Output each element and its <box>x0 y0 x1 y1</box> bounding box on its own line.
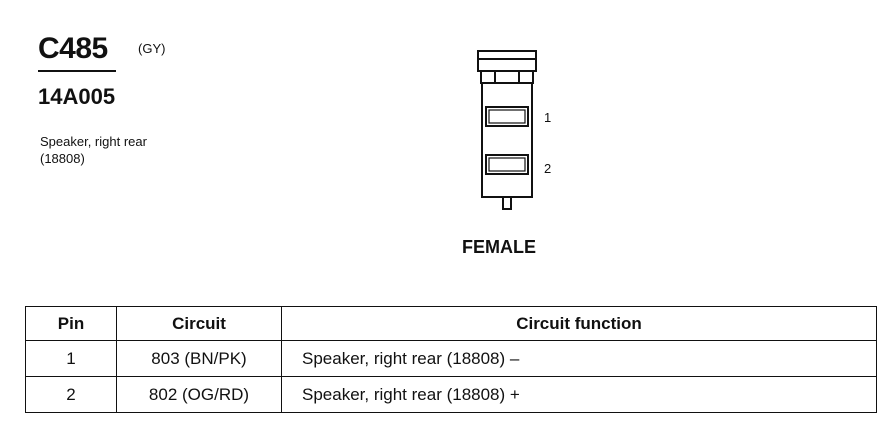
description-line-2: (18808) <box>40 151 85 166</box>
connector-description: Speaker, right rear (18808) <box>40 133 147 167</box>
terminal-cavity-1 <box>485 106 529 127</box>
connector-face-drawing: 1 2 <box>477 50 551 210</box>
description-line-1: Speaker, right rear <box>40 134 147 149</box>
pin-label-1: 1 <box>544 110 551 125</box>
row-circuit-function: Speaker, right rear (18808) + <box>281 376 877 413</box>
row-circuit: 803 (BN/PK) <box>116 340 282 377</box>
pin-table-header-row: Pin Circuit Circuit function <box>25 306 877 341</box>
connector-gender-label: FEMALE <box>462 237 536 257</box>
connector-latch-top <box>477 50 537 60</box>
pin-label-2: 2 <box>544 161 551 176</box>
pin-table: Pin Circuit Circuit function 1 803 (BN/P… <box>25 306 877 413</box>
row-circuit-function: Speaker, right rear (18808) – <box>281 340 877 377</box>
table-row: 1 803 (BN/PK) Speaker, right rear (18808… <box>25 340 877 377</box>
connector-shoulder <box>480 70 534 84</box>
connector-latch-lower <box>477 58 537 72</box>
connector-color-code: (GY) <box>138 41 166 56</box>
connector-key <box>502 196 512 210</box>
part-number: 14A005 <box>38 84 116 109</box>
terminal-cavity-2 <box>485 154 529 175</box>
header-circuit: Circuit <box>116 306 282 341</box>
header-pin: Pin <box>25 306 117 341</box>
connector-body <box>481 82 533 198</box>
row-pin: 1 <box>25 340 117 377</box>
row-circuit: 802 (OG/RD) <box>116 376 282 413</box>
row-pin: 2 <box>25 376 117 413</box>
table-row: 2 802 (OG/RD) Speaker, right rear (18808… <box>25 376 877 413</box>
connector-id: C485 <box>38 32 108 65</box>
header-circuit-function: Circuit function <box>281 306 877 341</box>
connector-id-underline <box>38 70 116 72</box>
